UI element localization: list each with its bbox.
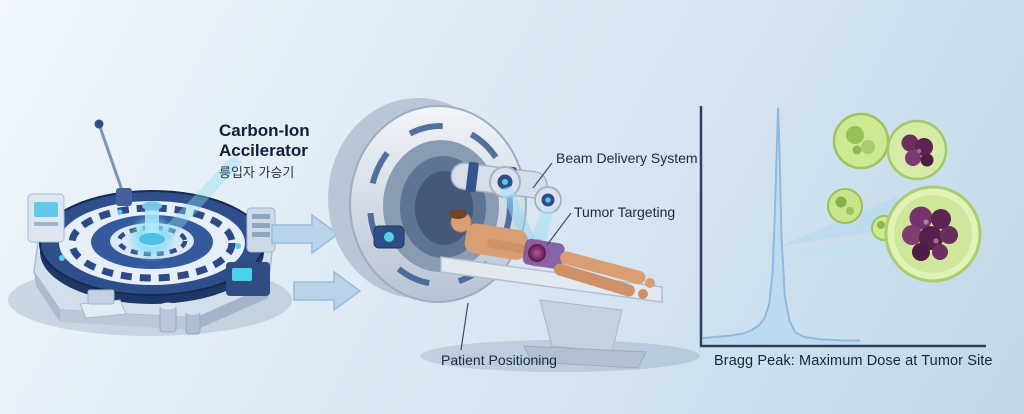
patient-figure: [449, 209, 655, 299]
ion-beam-ray: [158, 156, 242, 241]
leader-patient-positioning: [460, 302, 469, 351]
monitor-screen: [34, 202, 58, 217]
healthy-cell-small: [827, 188, 863, 224]
tumor-spot: [528, 244, 546, 262]
cyclotron-segment-ring: [68, 204, 236, 282]
accelerator-label-korean: 릉입자 가승기: [219, 164, 295, 180]
bragg-curve-line: [702, 107, 860, 342]
gas-tank: [159, 305, 177, 333]
flow-arrows: [271, 213, 362, 312]
couch-base: [523, 345, 647, 369]
injector-antenna: [98, 126, 126, 197]
patient-leg: [553, 263, 635, 297]
couch-pedestal: [539, 299, 623, 353]
accelerator-label: Carbon-Ion Accilerator 릉입자 가승기: [219, 121, 310, 180]
targeted-tumor-cell: [884, 185, 982, 283]
beam-delivery-label: Beam Delivery System: [556, 150, 698, 166]
treatment-beam: [499, 186, 542, 253]
healthy-cell: [832, 112, 890, 170]
accelerator-label-line2: Accilerator: [219, 141, 308, 161]
carbon-ion-accelerator-illustration: [8, 119, 292, 336]
tumor-cell: [886, 119, 948, 181]
graph-axes: [699, 106, 986, 348]
bragg-peak-caption: Bragg Peak: Maximum Dose at Tumor Site: [714, 353, 993, 369]
leader-tumor-targeting: [546, 212, 572, 246]
control-tower: [27, 193, 65, 243]
cell-cluster-illustration: [827, 112, 982, 283]
patient-positioning-label: Patient Positioning: [441, 352, 557, 368]
leader-lines: [460, 162, 572, 351]
leader-beam-delivery: [532, 162, 553, 189]
tumor-targeting-label: Tumor Targeting: [574, 204, 676, 220]
bragg-curve-fill: [703, 108, 860, 344]
arrow-right-icon: [293, 270, 362, 312]
arrow-right-icon: [271, 213, 340, 255]
console-screen: [232, 268, 252, 281]
accelerator-label-line1: Carbon-Ion: [219, 121, 310, 140]
treatment-couch: [440, 256, 663, 369]
patient-leg: [560, 251, 646, 284]
gas-tank: [185, 311, 201, 335]
